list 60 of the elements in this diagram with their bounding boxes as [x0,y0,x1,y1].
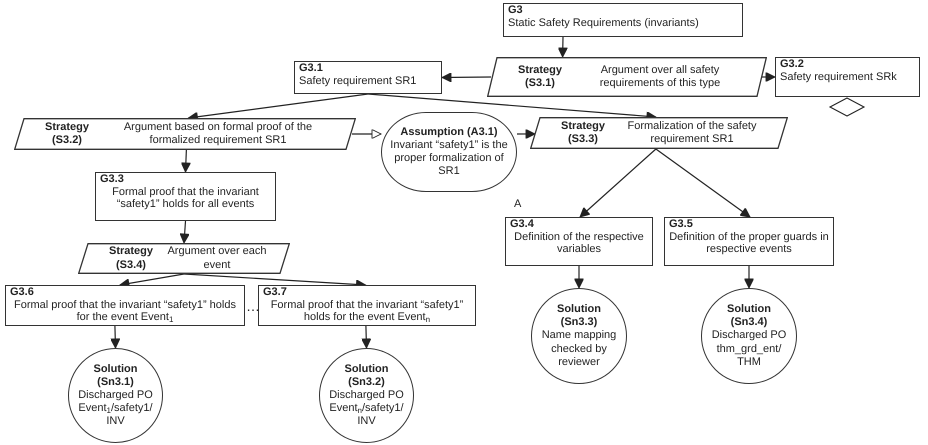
node-heading: G3.6 [10,287,35,299]
node-text: Argument over each event [166,245,268,272]
node-text: Formalization of the safety requirement SR1 [626,120,758,146]
node-heading: Assumption (A3.1) [400,126,498,139]
arrow [574,266,584,288]
node-heading: Solution (Sn3.3) [556,303,602,330]
goal-box [95,172,276,221]
node-heading: G3.2 [780,59,805,71]
node-heading: G3.5 [669,219,694,231]
node-heading: Solution (Sn3.4) [726,303,772,330]
node-heading: Strategy (S3.4) [108,245,154,272]
node-text: Safety requirement SRk [780,70,898,84]
node-text: Formal proof that the invariant “safety1” holds for all events [111,186,260,211]
arrow [180,150,191,172]
goal-box [505,217,653,266]
node-heading: G3.1 [299,63,324,75]
strategy-parallelogram [78,243,290,274]
arrow [110,326,120,348]
arrow [442,72,491,82]
node-text: Definition of the proper guards in respective events [669,230,829,256]
arrow [517,129,536,139]
node-heading: Strategy (S3.1) [516,64,564,90]
node-text: Invariant “safety1” is the proper formalization of SR1 [389,138,509,178]
arrow [558,36,568,58]
strategy-parallelogram [530,117,788,149]
goal-box [5,285,245,326]
arrow [361,326,372,348]
strategy-parallelogram [487,57,767,97]
node-heading: G3 [508,5,524,17]
node-text: Name mapping checked by reviewer [540,329,618,369]
node-heading: Solution (Sn3.1) [92,362,138,389]
goal-box [503,3,743,37]
node-text: Formal proof that the invariant “safety1” holds for the event Event$_{1}$ [13,298,237,324]
node-text: Definition of the respective variables [513,230,645,256]
node-text: Discharged PO Event$_{n}$/safety1/ INV [328,388,405,428]
node-heading: G3.3 [100,174,125,186]
arrow [180,220,190,244]
node-text: Argument based on formal proof of the formalized requirement SR1 [122,120,314,148]
ellipsis-label: … [246,298,260,314]
arrow [580,148,656,218]
beside-label: A [514,198,522,210]
node-heading: G3.4 [510,219,535,231]
node-heading: G3.7 [263,287,288,299]
node-heading: Strategy (S3.2) [44,120,90,148]
arrow [744,266,754,288]
node-heading: Solution (Sn3.2) [344,362,390,389]
goal-box [258,285,476,326]
arrow [352,129,382,139]
strategy-parallelogram [14,118,356,150]
node-text: Safety requirement SR1 [299,74,418,88]
goal-box [294,61,442,94]
node-text: Static Safety Requirements (invariants) [508,16,700,30]
arrow [656,148,750,218]
node-text: Formal proof that the invariant “safety1” holds for the event Event$_{n}$ [270,298,464,324]
goal-box [664,217,834,266]
node-heading: Strategy (S3.3) [560,120,606,146]
node-text: Discharged PO thm_grd_ent/ THM [710,329,788,369]
node-text: Argument over all safety requirements of this type [598,64,722,90]
arrow [762,72,776,82]
node-text: Discharged PO Event$_{1}$/safety1/ INV [77,388,154,428]
